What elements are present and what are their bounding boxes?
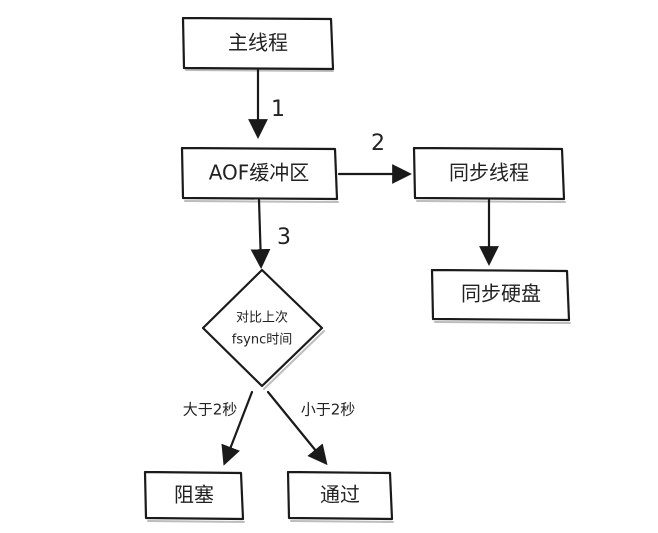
step-3-label: 3 — [277, 225, 291, 250]
arrow-decision-to-pass: 小于2秒 — [266, 390, 356, 466]
sync-disk-label: 同步硬盘 — [461, 282, 541, 306]
decision-label-line2: fsync时间 — [232, 333, 292, 348]
sync-thread-box: 同步线程 — [412, 146, 566, 203]
aof-buffer-label: AOF缓冲区 — [209, 161, 310, 185]
less-than-label: 小于2秒 — [301, 401, 356, 419]
step-2-label: 2 — [371, 131, 385, 156]
sync-thread-label: 同步线程 — [449, 161, 529, 185]
greater-than-label: 大于2秒 — [183, 401, 238, 419]
decision-label-line1: 对比上次 — [236, 310, 288, 326]
block-box: 阻塞 — [143, 470, 245, 523]
decision-diamond: 对比上次 fsync时间 — [201, 268, 325, 390]
main-thread-box: 主线程 — [181, 16, 335, 72]
pass-box: 通过 — [286, 470, 394, 523]
arrow-aof-to-decision: 3 — [250, 198, 291, 269]
sync-disk-box: 同步硬盘 — [430, 268, 571, 324]
aof-buffer-box: AOF缓冲区 — [180, 146, 339, 203]
step-1-label: 1 — [271, 97, 285, 122]
arrow-main-to-aof: 1 — [248, 68, 285, 139]
block-label: 阻塞 — [174, 483, 214, 507]
pass-label: 通过 — [320, 483, 360, 507]
main-thread-label: 主线程 — [228, 31, 288, 55]
arrow-decision-to-block: 大于2秒 — [183, 390, 254, 466]
arrow-aof-to-sync-thread: 2 — [337, 131, 412, 184]
